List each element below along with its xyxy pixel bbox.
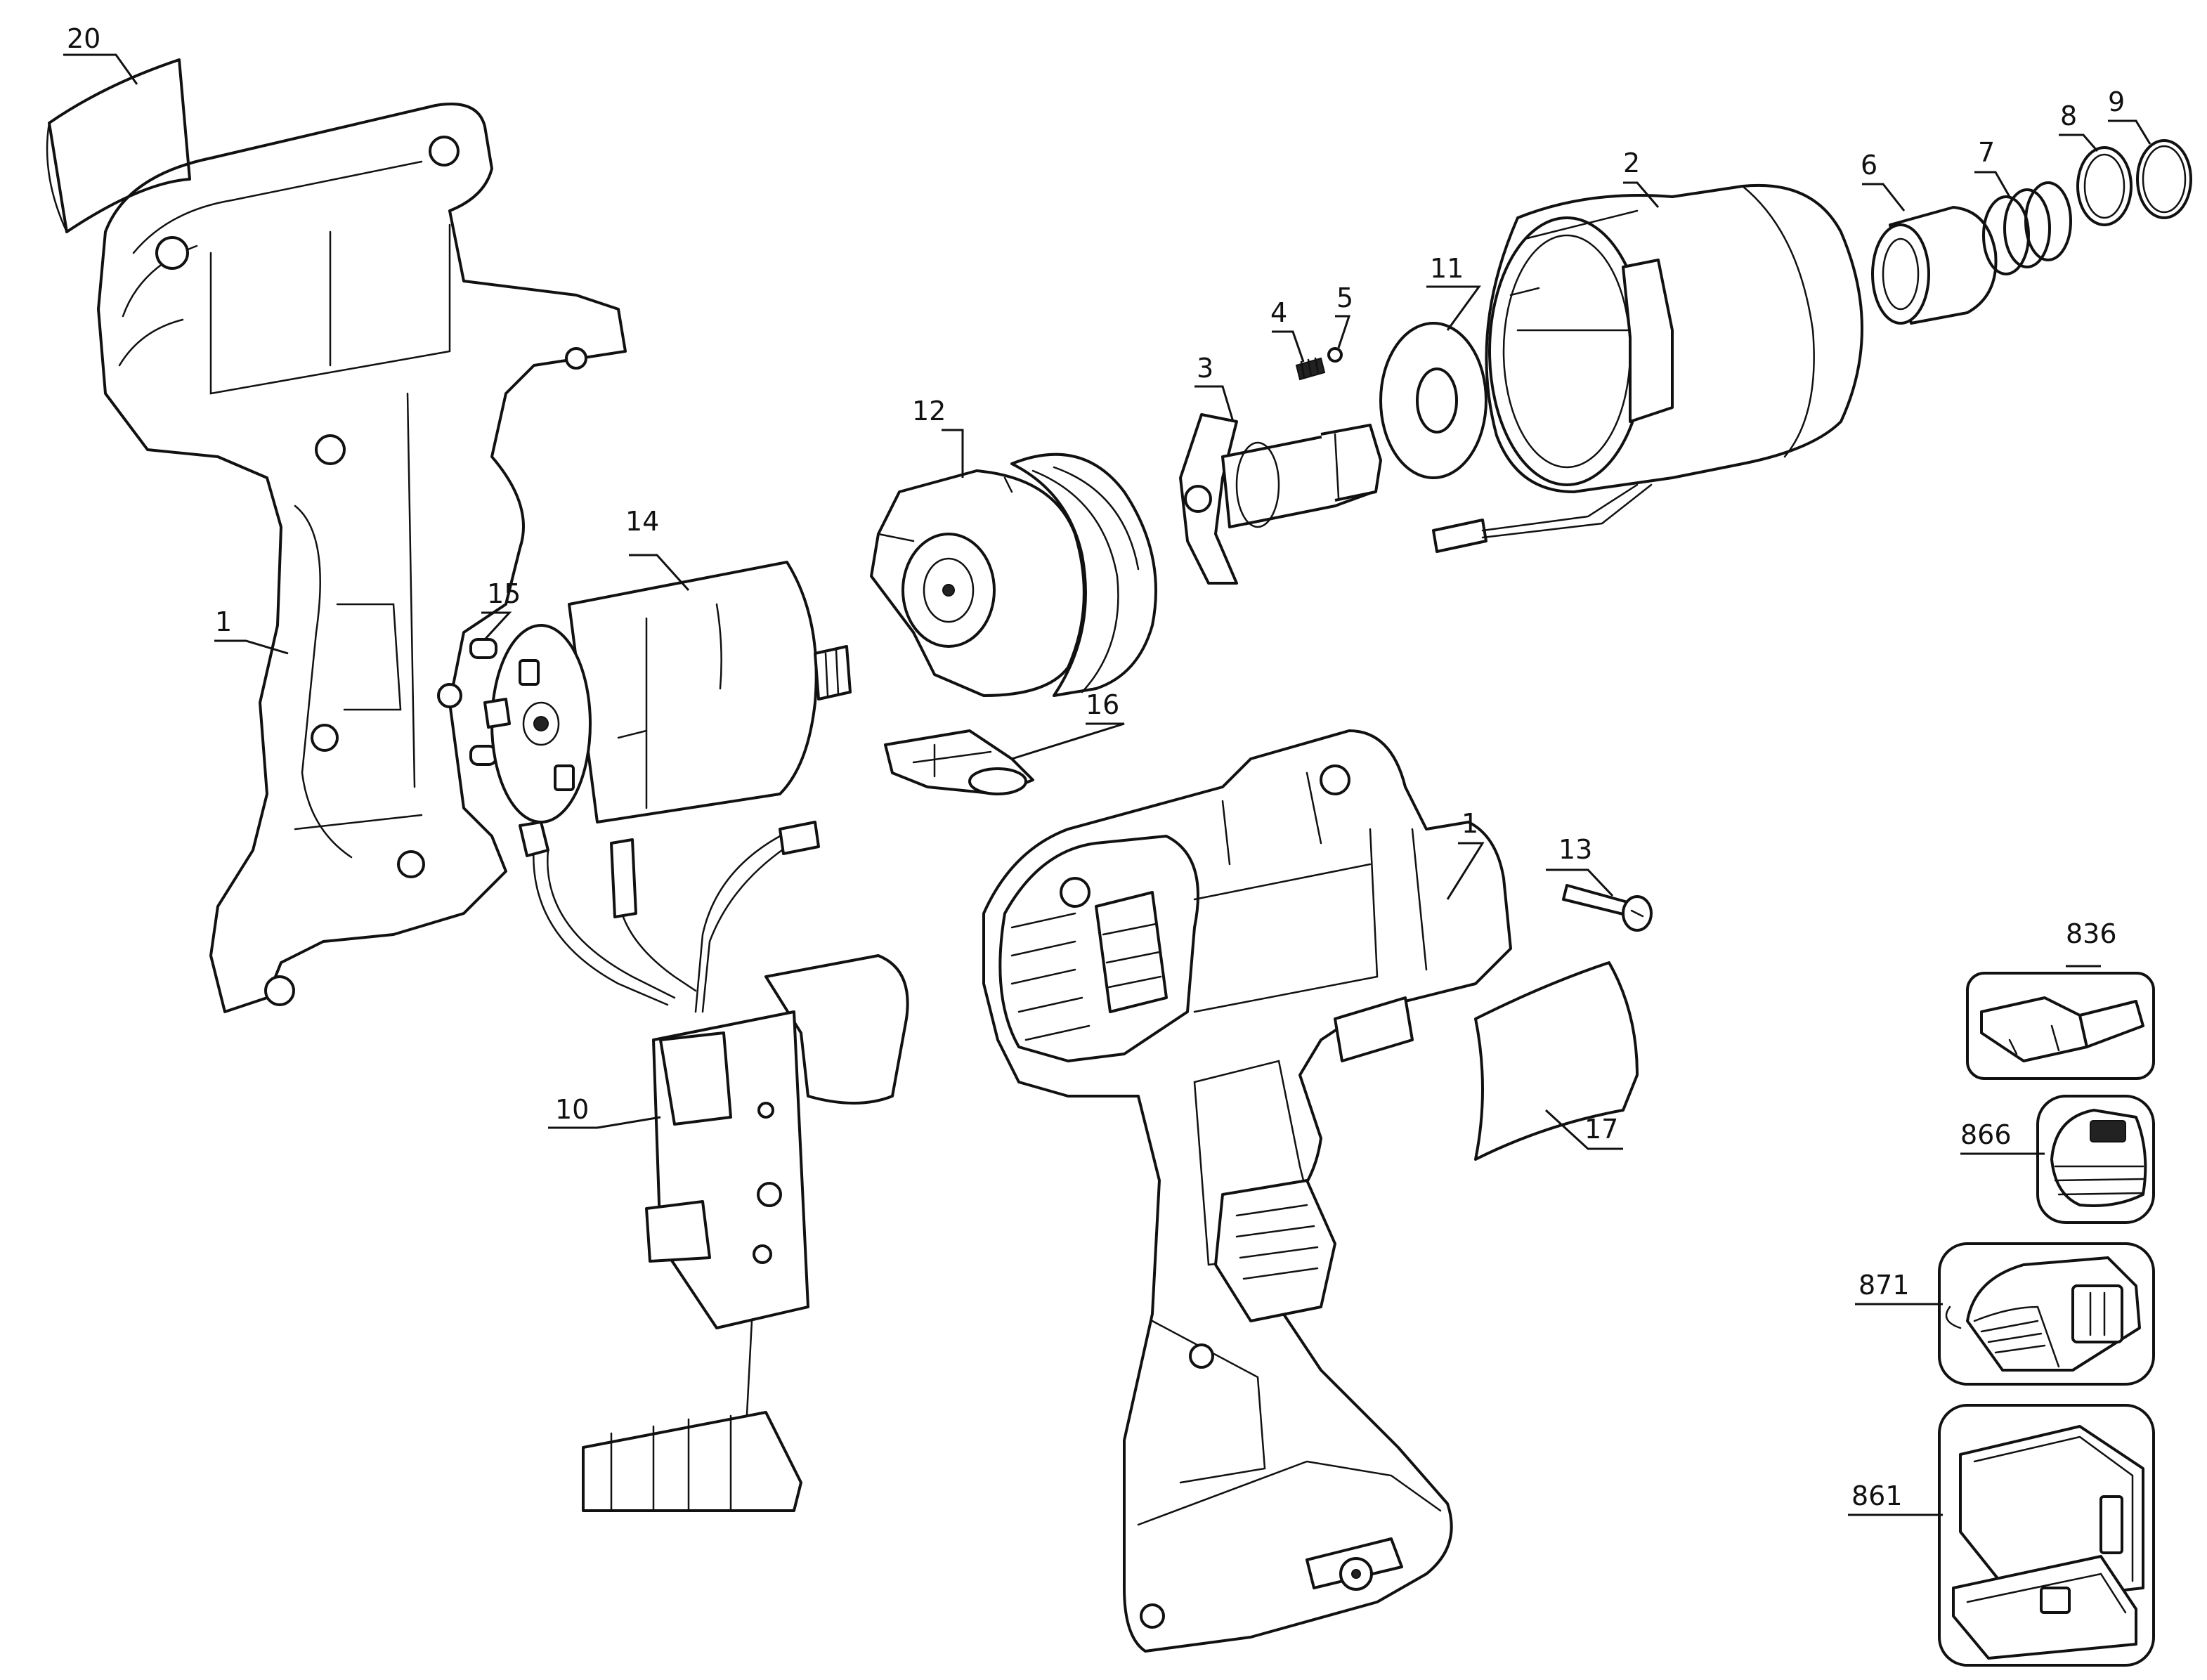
callout-3: 3 [1197,353,1213,384]
part-14-motor [483,561,852,823]
callout-16: 16 [1086,689,1119,720]
accessory-866-battery [2036,1095,2155,1224]
callout-871: 871 [1858,1270,1910,1301]
part-16-switch-clip [884,729,1034,795]
callout-11: 11 [1430,253,1464,284]
callout-861: 861 [1851,1480,1903,1511]
part-8-ring [2076,146,2133,226]
accessory-871-charger [1938,1242,2155,1386]
part-12-gear-case [870,452,1157,697]
callout-1-left: 1 [215,606,232,637]
part-7-coil-spring [1982,181,2072,275]
callout-7: 7 [1978,137,1995,168]
callout-1-right: 1 [1461,808,1478,839]
callout-14: 14 [625,506,659,537]
part-9-ring [2136,139,2192,219]
callout-6: 6 [1861,150,1877,181]
callout-labels: 20 1 1 2 3 4 5 6 7 8 9 10 11 12 13 14 15… [67,23,2125,1511]
accessory-861-kit-box [1938,1404,2155,1667]
part-6-sleeve [1871,206,1998,325]
part-11-washer [1379,322,1487,479]
leader-lines [63,53,2151,1516]
callout-17: 17 [1584,1114,1618,1145]
part-1-left-housing-half [97,103,627,1013]
part-4-detent-spring [1295,357,1326,381]
part-2-hammer-case [1432,183,1863,553]
accessory-836-box [1966,972,2155,1080]
part-5-detent-ball [1327,347,1343,363]
callout-5: 5 [1336,282,1353,313]
part-15-brush-set [469,638,497,766]
callout-20: 20 [67,23,100,54]
callout-12: 12 [912,396,946,426]
callout-8: 8 [2060,100,2077,131]
callout-4: 4 [1270,297,1287,328]
part-17-label-sheet [1474,961,1639,1161]
callout-9: 9 [2108,86,2125,117]
callout-866: 866 [1960,1119,2012,1150]
callout-10: 10 [555,1094,589,1125]
part-10-switch-assembly [519,821,909,1512]
callout-836: 836 [2066,918,2117,949]
callout-15: 15 [487,578,521,609]
part-1-right-housing-half [982,729,1512,1653]
part-20-label-sheet [46,58,191,233]
part-13-screw [1562,884,1653,932]
callout-2: 2 [1623,148,1640,178]
callout-13: 13 [1558,834,1592,865]
part-3-anvil [1179,413,1382,585]
